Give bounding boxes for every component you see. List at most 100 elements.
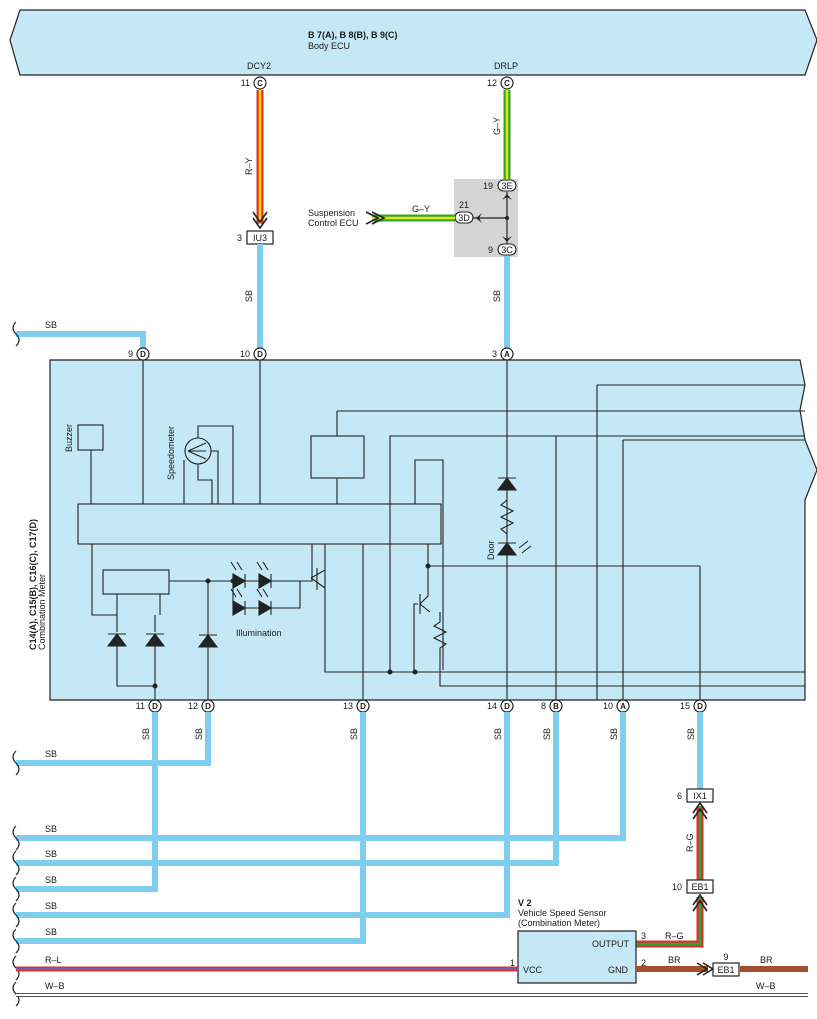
svg-text:VCC: VCC: [523, 965, 543, 975]
svg-text:3: 3: [641, 931, 646, 941]
svg-text:D: D: [504, 702, 510, 711]
connector-ix1: IX1 6: [677, 788, 714, 803]
svg-text:SB: SB: [194, 728, 204, 740]
svg-text:GND: GND: [608, 965, 629, 975]
svg-text:BR: BR: [668, 955, 681, 965]
svg-text:3: 3: [237, 233, 242, 243]
door-label: Door: [486, 540, 496, 560]
svg-text:SB: SB: [45, 824, 57, 834]
svg-text:IU3: IU3: [253, 233, 267, 243]
meter-title: C14(A), C15(B), C16(C), C17(D): [28, 519, 38, 650]
svg-text:3C: 3C: [501, 245, 513, 255]
junction-pin-3e: 3E 19: [483, 179, 517, 192]
svg-text:13: 13: [343, 701, 353, 711]
svg-text:8: 8: [541, 701, 546, 711]
svg-text:SB: SB: [45, 901, 57, 911]
wire-r-g-output: R–G: [636, 893, 708, 948]
svg-text:R–G: R–G: [665, 931, 684, 941]
svg-text:Vehicle Speed Sensor: Vehicle Speed Sensor: [518, 908, 607, 918]
svg-text:9: 9: [488, 245, 493, 255]
svg-text:IX1: IX1: [693, 791, 707, 801]
svg-text:SB: SB: [686, 728, 696, 740]
svg-text:9: 9: [723, 952, 728, 962]
connector-iu3: IU3 3: [237, 230, 274, 245]
svg-text:10: 10: [240, 349, 250, 359]
svg-text:V 2: V 2: [518, 898, 532, 908]
wires-sb-bottom: [16, 712, 703, 944]
buzzer-label: Buzzer: [64, 424, 74, 452]
svg-text:12: 12: [487, 78, 497, 88]
svg-text:W–B: W–B: [756, 981, 776, 991]
svg-text:BR: BR: [760, 955, 773, 965]
svg-text:SB: SB: [45, 927, 57, 937]
svg-text:W–B: W–B: [45, 981, 65, 991]
speedometer-label: Speedometer: [166, 426, 176, 480]
wire-breaks-left: [12, 750, 20, 1007]
wire-label-g-y-2: G–Y: [412, 204, 430, 214]
svg-text:2: 2: [641, 958, 646, 968]
svg-text:10: 10: [603, 701, 613, 711]
svg-text:D: D: [360, 702, 366, 711]
svg-text:R–G: R–G: [685, 833, 695, 852]
meter-top-pin-10: D 10: [240, 347, 267, 361]
svg-text:R–L: R–L: [45, 955, 62, 965]
wire-r-y: R–Y: [244, 90, 268, 230]
illumination-label: Illumination: [236, 628, 282, 638]
svg-text:(Combination Meter): (Combination Meter): [518, 918, 600, 928]
connector-eb1-upper: EB1 10: [672, 879, 714, 894]
svg-text:A: A: [620, 702, 626, 711]
vehicle-speed-sensor: V 2 Vehicle Speed Sensor (Combination Me…: [510, 898, 646, 984]
meter-internal-circuit: [77, 360, 805, 700]
suspension-label-1: Suspension: [308, 208, 355, 218]
svg-text:12: 12: [188, 701, 198, 711]
svg-text:14: 14: [487, 701, 497, 711]
svg-text:SB: SB: [45, 849, 57, 859]
wire-sb-left-top: SB: [12, 320, 146, 348]
pin-drlp-name: DRLP: [494, 61, 518, 71]
meter-subtitle: Combination Meter: [37, 574, 47, 650]
svg-text:9: 9: [128, 349, 133, 359]
svg-text:21: 21: [459, 200, 469, 210]
svg-text:C: C: [504, 79, 510, 88]
svg-text:SB: SB: [45, 320, 57, 330]
wire-label-sb-2: SB: [492, 290, 502, 302]
wire-label-g-y: G–Y: [492, 117, 502, 135]
wire-w-b: W–B W–B: [16, 981, 808, 997]
junction-pin-3c: 3C 9: [488, 243, 517, 256]
svg-text:D: D: [257, 350, 263, 359]
svg-text:SB: SB: [609, 728, 619, 740]
svg-text:SB: SB: [493, 728, 503, 740]
svg-text:D: D: [140, 350, 146, 359]
svg-text:6: 6: [677, 791, 682, 801]
wire-r-g-vertical: R–G: [685, 801, 708, 880]
svg-text:B: B: [553, 702, 559, 711]
wire-r-l: R–L: [16, 955, 518, 972]
pin-dcy2: C 11: [241, 76, 267, 90]
svg-text:D: D: [205, 702, 211, 711]
body-ecu-subtitle: Body ECU: [308, 41, 350, 51]
meter-top-pin-3: A 3: [492, 347, 514, 361]
svg-text:D: D: [697, 702, 703, 711]
svg-text:EB1: EB1: [717, 965, 734, 975]
svg-text:15: 15: [680, 701, 690, 711]
svg-text:3: 3: [492, 349, 497, 359]
pin-drlp: C 12: [487, 76, 514, 90]
pin-dcy2-name: DCY2: [247, 61, 271, 71]
svg-text:1: 1: [510, 958, 515, 968]
svg-text:11: 11: [241, 78, 250, 88]
svg-text:D: D: [152, 702, 158, 711]
meter-diodes: [106, 578, 236, 689]
wire-label-r-y: R–Y: [244, 157, 254, 175]
svg-text:OUTPUT: OUTPUT: [592, 939, 630, 949]
meter-top-pin-9: D 9: [128, 347, 150, 361]
svg-text:SB: SB: [349, 728, 359, 740]
svg-text:10: 10: [672, 882, 682, 892]
svg-text:EB1: EB1: [691, 882, 708, 892]
svg-text:SB: SB: [45, 749, 57, 759]
connector-eb1-lower: EB1 9: [712, 952, 740, 977]
wire-g-y-drlp: G–Y: [492, 90, 511, 180]
svg-text:3E: 3E: [501, 181, 512, 191]
meter-bottom-pins: D 11 D 12 D 13 D 14 B 8 A 10 D 15: [136, 699, 707, 713]
suspension-label-2: Control ECU: [308, 218, 359, 228]
